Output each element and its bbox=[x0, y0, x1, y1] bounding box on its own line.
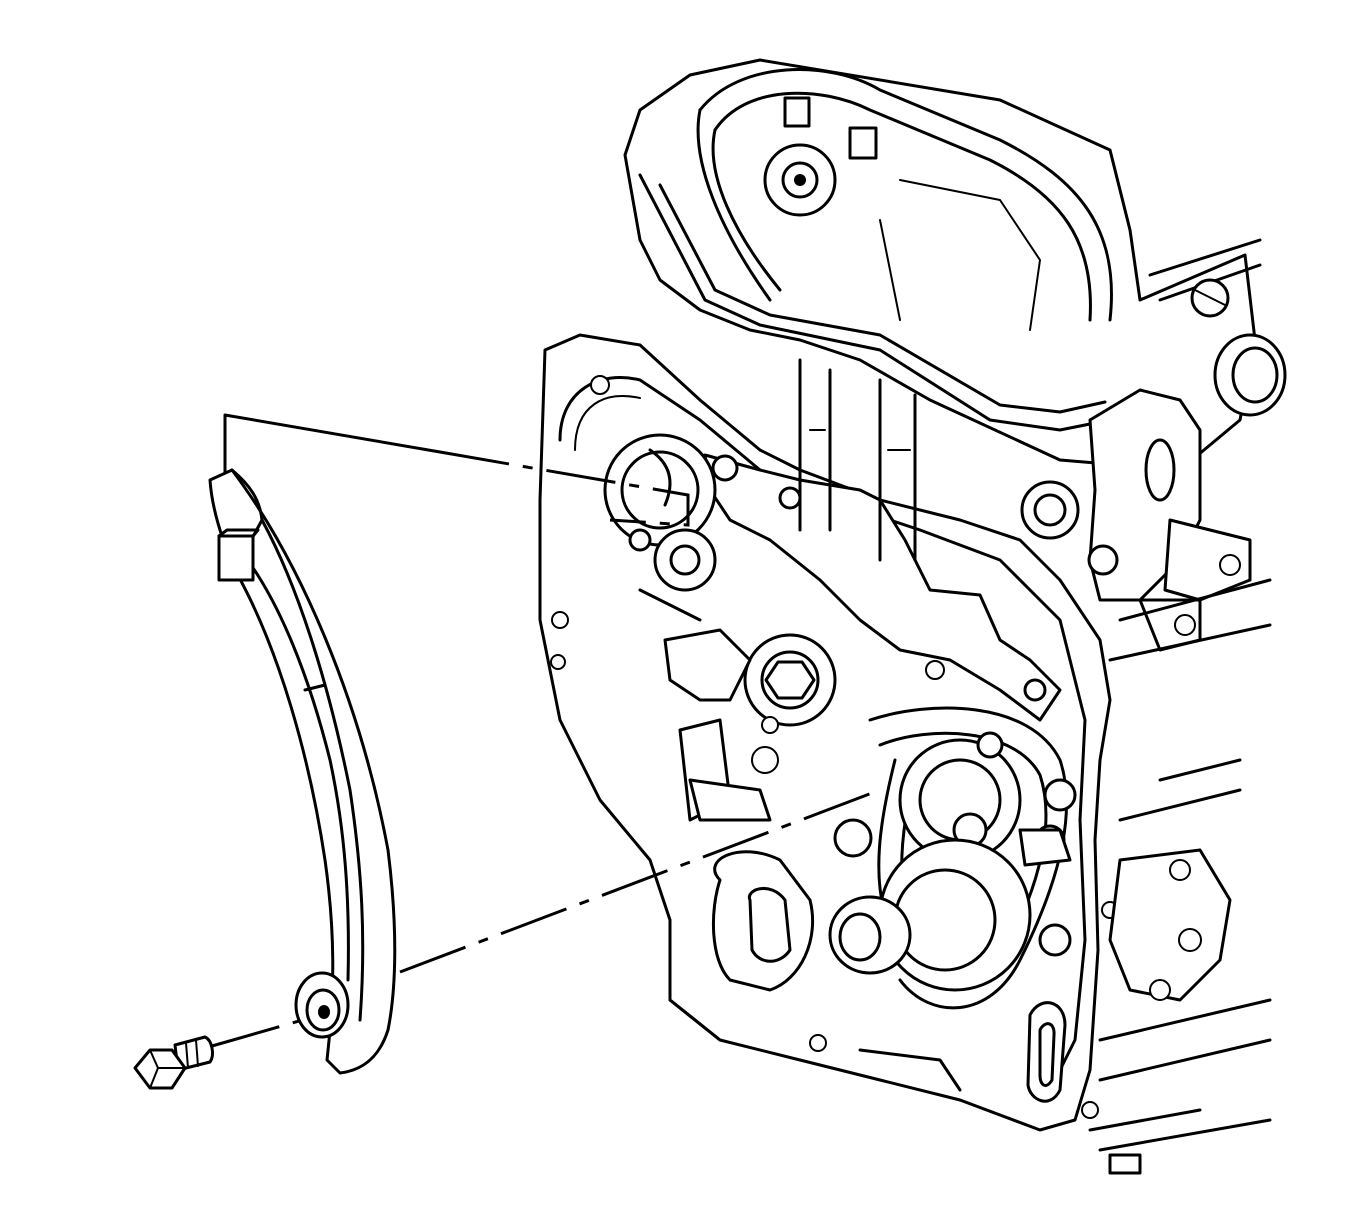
guide-leader-bottom-dashed bbox=[399, 788, 881, 974]
timing-plate bbox=[703, 358, 1062, 722]
idler-sprocket bbox=[743, 633, 837, 774]
lower-block-details bbox=[668, 578, 1272, 1175]
upper-timing-chain bbox=[696, 68, 1113, 322]
engine-block bbox=[538, 58, 1287, 1175]
tensioner-arm bbox=[638, 588, 772, 822]
guide-leader-top bbox=[223, 413, 442, 474]
cylinder-head bbox=[623, 58, 1287, 472]
crank-sprocket bbox=[828, 731, 1077, 992]
timing-chain-guide bbox=[208, 468, 397, 1075]
guide-bolt bbox=[133, 1035, 214, 1090]
callout-leaders bbox=[211, 413, 881, 1048]
right-bracket bbox=[1020, 388, 1252, 652]
guide-leader-top-dashed bbox=[439, 450, 690, 527]
